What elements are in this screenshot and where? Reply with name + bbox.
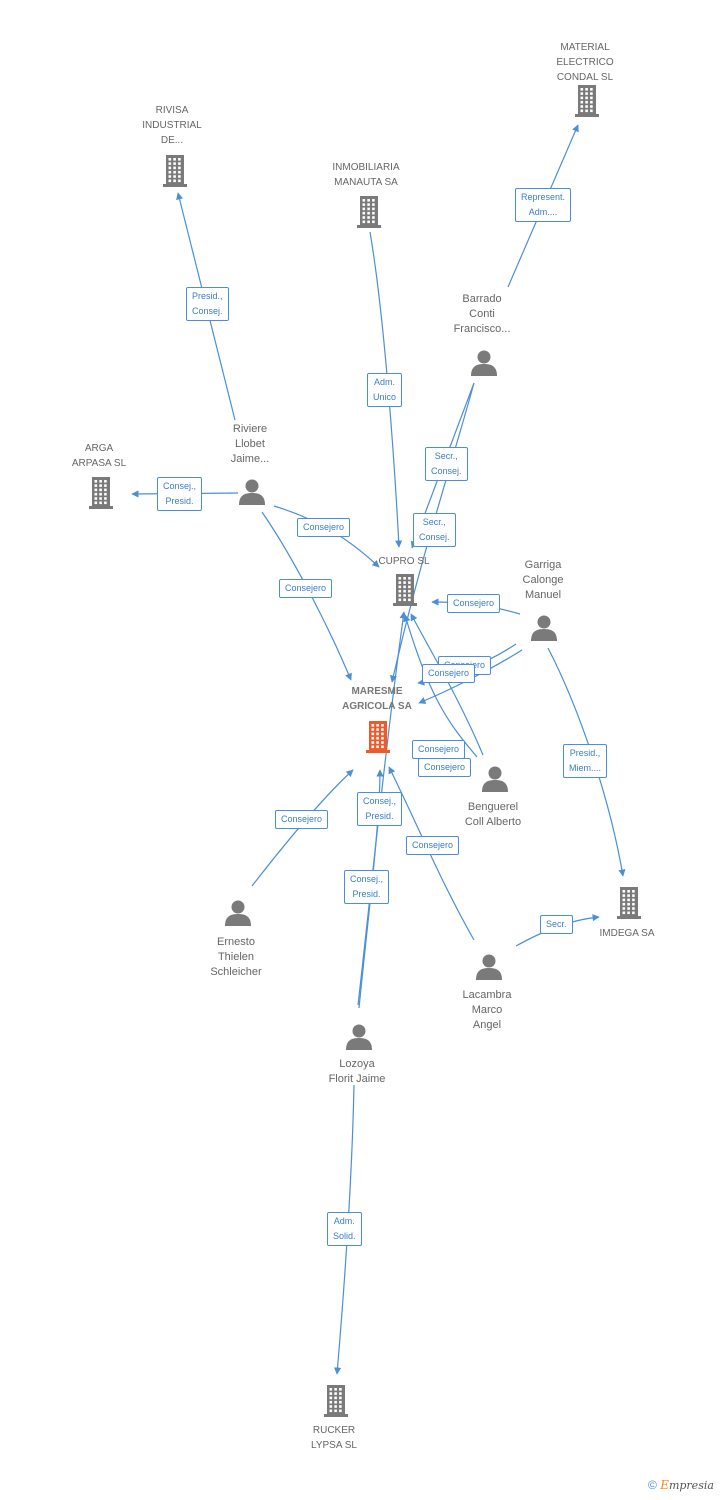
edge-label-lozoya-rucker[interactable]: Adm. Solid. (327, 1212, 362, 1246)
edge-label-riviere-maresme[interactable]: Consejero (279, 579, 333, 598)
rucker-building-icon[interactable] (324, 1385, 348, 1417)
edge-label-lozoya-maresme-1[interactable]: Consej., Presid. (357, 792, 403, 826)
ernesto-label[interactable]: Ernesto Thielen Schleicher (210, 936, 262, 978)
edge-label-barrado-cupro-1[interactable]: Secr., Consej. (425, 447, 468, 481)
barrado-person-icon[interactable] (471, 350, 497, 377)
riviere-label[interactable]: Riviere Llobet Jaime... (230, 423, 270, 465)
edge-label-garriga-imdega[interactable]: Presid., Miem.... (563, 744, 608, 778)
edge-label-garriga-cupro[interactable]: Consejero (447, 594, 501, 613)
edge-label-riviere-arga[interactable]: Consej., Presid. (157, 477, 203, 511)
brand-name: mpresia (668, 1479, 714, 1492)
edge-label-benguerel-maresme[interactable]: Consejero (418, 758, 472, 777)
maresme-building-icon[interactable] (366, 721, 390, 753)
lozoya-person-icon[interactable] (346, 1024, 372, 1051)
cupro-label[interactable]: CUPRO SL (378, 556, 430, 567)
copyright-symbol: © (648, 1478, 657, 1492)
edge-label-barrado-material[interactable]: Represent. Adm.... (515, 188, 572, 222)
garriga-person-icon[interactable] (531, 615, 557, 642)
imdega-building-icon[interactable] (617, 887, 641, 919)
edge-label-lacambra-imdega[interactable]: Secr. (540, 915, 573, 934)
garriga-label[interactable]: Garriga Calonge Manuel (522, 559, 564, 601)
edge-label-garriga-maresme-2[interactable]: Consejero (422, 664, 476, 683)
barrado-label[interactable]: Barrado Conti Francisco... (453, 293, 511, 335)
material-label[interactable]: MATERIAL ELECTRICO CONDAL SL (556, 42, 614, 83)
benguerel-label[interactable]: Benguerel Coll Alberto (464, 801, 522, 828)
edge-label-barrado-cupro-2[interactable]: Secr., Consej. (413, 513, 456, 547)
lozoya-label[interactable]: Lozoya Florit Jaime (328, 1058, 386, 1085)
arga-label[interactable]: ARGA ARPASA SL (71, 443, 127, 469)
edge-label-benguerel-cupro[interactable]: Consejero (412, 740, 466, 759)
lacambra-person-icon[interactable] (476, 954, 502, 981)
icons-layer (89, 85, 641, 1417)
rivisa-label[interactable]: RIVISA INDUSTRIAL DE... (142, 105, 202, 146)
inmobiliaria-building-icon[interactable] (357, 196, 381, 228)
cupro-building-icon[interactable] (393, 574, 417, 606)
edge-label-lacambra-maresme[interactable]: Consejero (406, 836, 460, 855)
ernesto-person-icon[interactable] (225, 900, 251, 927)
inmobiliaria-label[interactable]: INMOBILIARIA MANAUTA SA (332, 162, 400, 188)
lacambra-label[interactable]: Lacambra Marco Angel (462, 989, 512, 1031)
maresme-label[interactable]: MARESME AGRICOLA SA (342, 686, 412, 712)
edge-label-riviere-rivisa[interactable]: Presid., Consej. (186, 287, 229, 321)
edge-label-ernesto-maresme[interactable]: Consejero (275, 810, 329, 829)
rivisa-building-icon[interactable] (163, 155, 187, 187)
edge-label-inmobiliaria-cupro[interactable]: Adm. Unico (367, 373, 403, 407)
edge-label-riviere-cupro[interactable]: Consejero (297, 518, 351, 537)
edge-label-lozoya-maresme-2[interactable]: Consej., Presid. (344, 870, 390, 904)
edge-benguerel-maresme (403, 614, 478, 758)
brand-initial: E (660, 1478, 669, 1492)
rucker-label[interactable]: RUCKER LYPSA SL (311, 1425, 357, 1451)
arga-building-icon[interactable] (89, 477, 113, 509)
imdega-label[interactable]: IMDEGA SA (599, 928, 655, 939)
benguerel-person-icon[interactable] (482, 766, 508, 793)
material-building-icon[interactable] (575, 85, 599, 117)
empresia-brand: © Empresia (648, 1478, 714, 1492)
riviere-person-icon[interactable] (239, 479, 265, 506)
